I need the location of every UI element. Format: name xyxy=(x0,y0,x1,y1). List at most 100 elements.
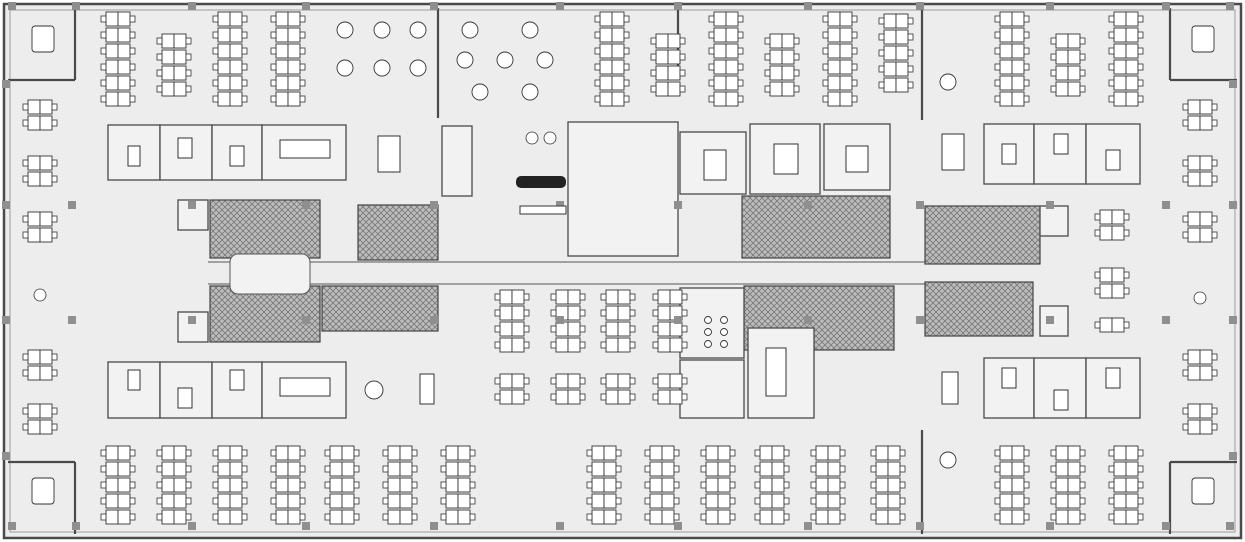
chair xyxy=(22,215,29,223)
desk xyxy=(217,11,231,27)
chair xyxy=(899,465,906,473)
column xyxy=(430,316,438,324)
desk xyxy=(161,509,175,525)
desk xyxy=(1067,445,1081,461)
desk xyxy=(117,461,131,477)
desk xyxy=(759,493,773,509)
chair xyxy=(523,341,530,349)
chair xyxy=(623,95,630,103)
desk xyxy=(1199,227,1213,243)
chair xyxy=(1050,85,1057,93)
chair xyxy=(156,513,163,521)
desk xyxy=(105,493,119,509)
desk xyxy=(599,27,613,43)
chair xyxy=(1182,231,1189,239)
desk xyxy=(275,75,289,91)
desk xyxy=(1125,461,1139,477)
desk xyxy=(839,59,853,75)
desk xyxy=(217,509,231,525)
desk xyxy=(161,461,175,477)
chair xyxy=(550,393,557,401)
desk xyxy=(999,461,1013,477)
chair xyxy=(878,65,885,73)
chair xyxy=(737,79,744,87)
column xyxy=(302,522,310,530)
column xyxy=(302,2,310,10)
desk xyxy=(887,477,901,493)
desk xyxy=(1187,419,1201,435)
chair xyxy=(700,513,707,521)
desk xyxy=(657,321,671,337)
chair xyxy=(870,449,877,457)
desk xyxy=(1113,461,1127,477)
column xyxy=(1162,2,1170,10)
chair xyxy=(708,31,715,39)
desk xyxy=(173,477,187,493)
desk xyxy=(173,81,187,97)
desk xyxy=(105,27,119,43)
chair xyxy=(51,353,58,361)
chair xyxy=(793,37,800,45)
desk xyxy=(617,373,631,389)
desk xyxy=(1011,509,1025,525)
chair xyxy=(440,497,447,505)
chair xyxy=(1137,95,1144,103)
column xyxy=(804,201,812,209)
chair xyxy=(652,393,659,401)
desk xyxy=(667,49,681,65)
chair xyxy=(1023,15,1030,23)
chair xyxy=(1108,449,1115,457)
chair xyxy=(1182,175,1189,183)
chair xyxy=(629,325,636,333)
desk xyxy=(617,321,631,337)
chair xyxy=(652,309,659,317)
chair xyxy=(1137,79,1144,87)
chair xyxy=(1108,513,1115,521)
chair xyxy=(851,47,858,55)
desk xyxy=(27,403,41,419)
chair xyxy=(650,85,657,93)
desk xyxy=(567,389,581,405)
desk xyxy=(329,493,343,509)
chair xyxy=(382,497,389,505)
column xyxy=(916,201,924,209)
desk xyxy=(27,211,41,227)
desk xyxy=(887,509,901,525)
chair xyxy=(382,449,389,457)
desk xyxy=(457,461,471,477)
chair xyxy=(1211,103,1218,111)
chair xyxy=(100,47,107,55)
chair xyxy=(324,449,331,457)
desk xyxy=(1187,171,1201,187)
chair xyxy=(212,63,219,71)
chair xyxy=(708,79,715,87)
desk xyxy=(457,509,471,525)
column xyxy=(1226,522,1234,530)
chair xyxy=(1079,53,1086,61)
chair xyxy=(156,37,163,45)
desk xyxy=(275,461,289,477)
chair xyxy=(810,449,817,457)
desk xyxy=(511,289,525,305)
chair xyxy=(1023,63,1030,71)
desk xyxy=(839,75,853,91)
desk xyxy=(875,509,889,525)
column xyxy=(188,201,196,209)
column xyxy=(2,201,10,209)
desk xyxy=(1187,211,1201,227)
desk xyxy=(599,91,613,107)
column xyxy=(1046,522,1054,530)
chair xyxy=(810,513,817,521)
chair xyxy=(681,309,688,317)
desk xyxy=(27,171,41,187)
desk xyxy=(39,211,53,227)
column xyxy=(556,2,564,10)
desk xyxy=(815,445,829,461)
desk xyxy=(875,477,889,493)
desk xyxy=(725,59,739,75)
desk xyxy=(827,461,841,477)
chair xyxy=(1137,465,1144,473)
desk xyxy=(611,59,625,75)
chair xyxy=(994,481,1001,489)
